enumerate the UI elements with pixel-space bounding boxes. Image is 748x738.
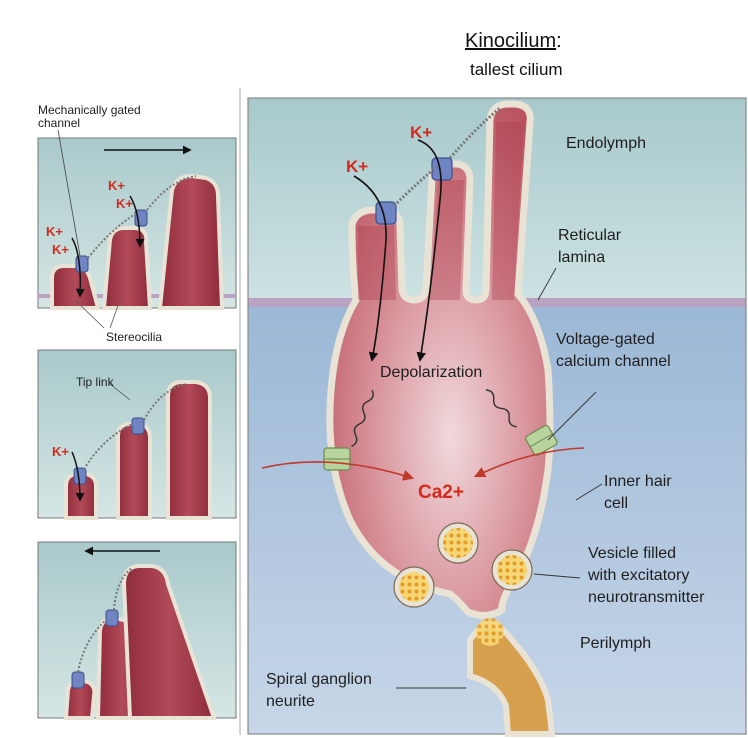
channel-icon [375,201,397,225]
stereocilia-label: Stereocilia [106,330,162,344]
figure-title: Kinocilium: [465,30,562,53]
panel-3 [37,541,237,720]
voltage-gated-channel-left [323,447,351,471]
vesicle [491,549,533,591]
stereocilium-mid [116,422,152,520]
vesicle-label: neurotransmitter [588,589,705,606]
channel-icon [73,467,87,485]
k-plus-label: K+ [346,157,368,176]
k-plus-label: K+ [46,224,63,239]
voltage-gated-channel-right [525,424,558,456]
mechanically-gated-channel-label: Mechanically gated [38,103,141,117]
stereocilium-short [63,677,97,720]
channel-icon [71,671,85,689]
spiral-ganglion-neurite-label: neurite [266,693,315,710]
tip-link-spring [448,106,501,159]
tip-link-spring [392,164,439,208]
title-main: Kinocilium [465,30,557,52]
reticular-lamina-label: Reticular [558,227,622,244]
stereocilium-tall [157,173,225,310]
neurotransmitter-release [476,618,504,646]
tip-link-spring [146,175,197,211]
voltage-gated-calcium-channel-label: calcium channel [556,353,671,370]
mechanically-gated-channel-label: channel [38,116,80,130]
perilymph-label: Perilymph [580,635,651,652]
k-plus-label: K+ [52,242,69,257]
k-plus-label: K+ [108,178,125,193]
k-plus-label: K+ [410,123,432,142]
vesicle-label: with excitatory [587,567,689,584]
vesicle [393,566,435,608]
inner-hair-cell-label: cell [604,495,628,512]
inner-hair-cell-label: Inner hair [604,473,672,490]
stereocilium-mid [101,226,153,310]
panel-2 [37,349,237,520]
k-plus-label: K+ [116,196,133,211]
depolarization-label: Depolarization [380,364,482,381]
endolymph-label: Endolymph [566,135,646,152]
vesicle-label: Vesicle filled [588,545,676,562]
spiral-ganglion-neurite-label: Spiral ganglion [266,671,372,688]
tip-link-label: Tip link [76,375,115,389]
vesicle [437,522,479,564]
channel-icon [431,157,453,181]
stereocilium-tall [166,380,212,520]
reticular-lamina-label: lamina [558,249,605,266]
k-plus-label: K+ [52,444,69,459]
calcium-label: Ca2+ [418,482,464,503]
main-panel [247,97,747,737]
voltage-gated-calcium-channel-label: Voltage-gated [556,331,655,348]
channel-icon [131,417,145,435]
title-colon: : [556,30,562,52]
panel-1 [37,137,237,329]
figure-subtitle: tallest cilium [470,60,563,79]
channel-icon [105,609,119,627]
inner-hair-cell [326,100,554,619]
